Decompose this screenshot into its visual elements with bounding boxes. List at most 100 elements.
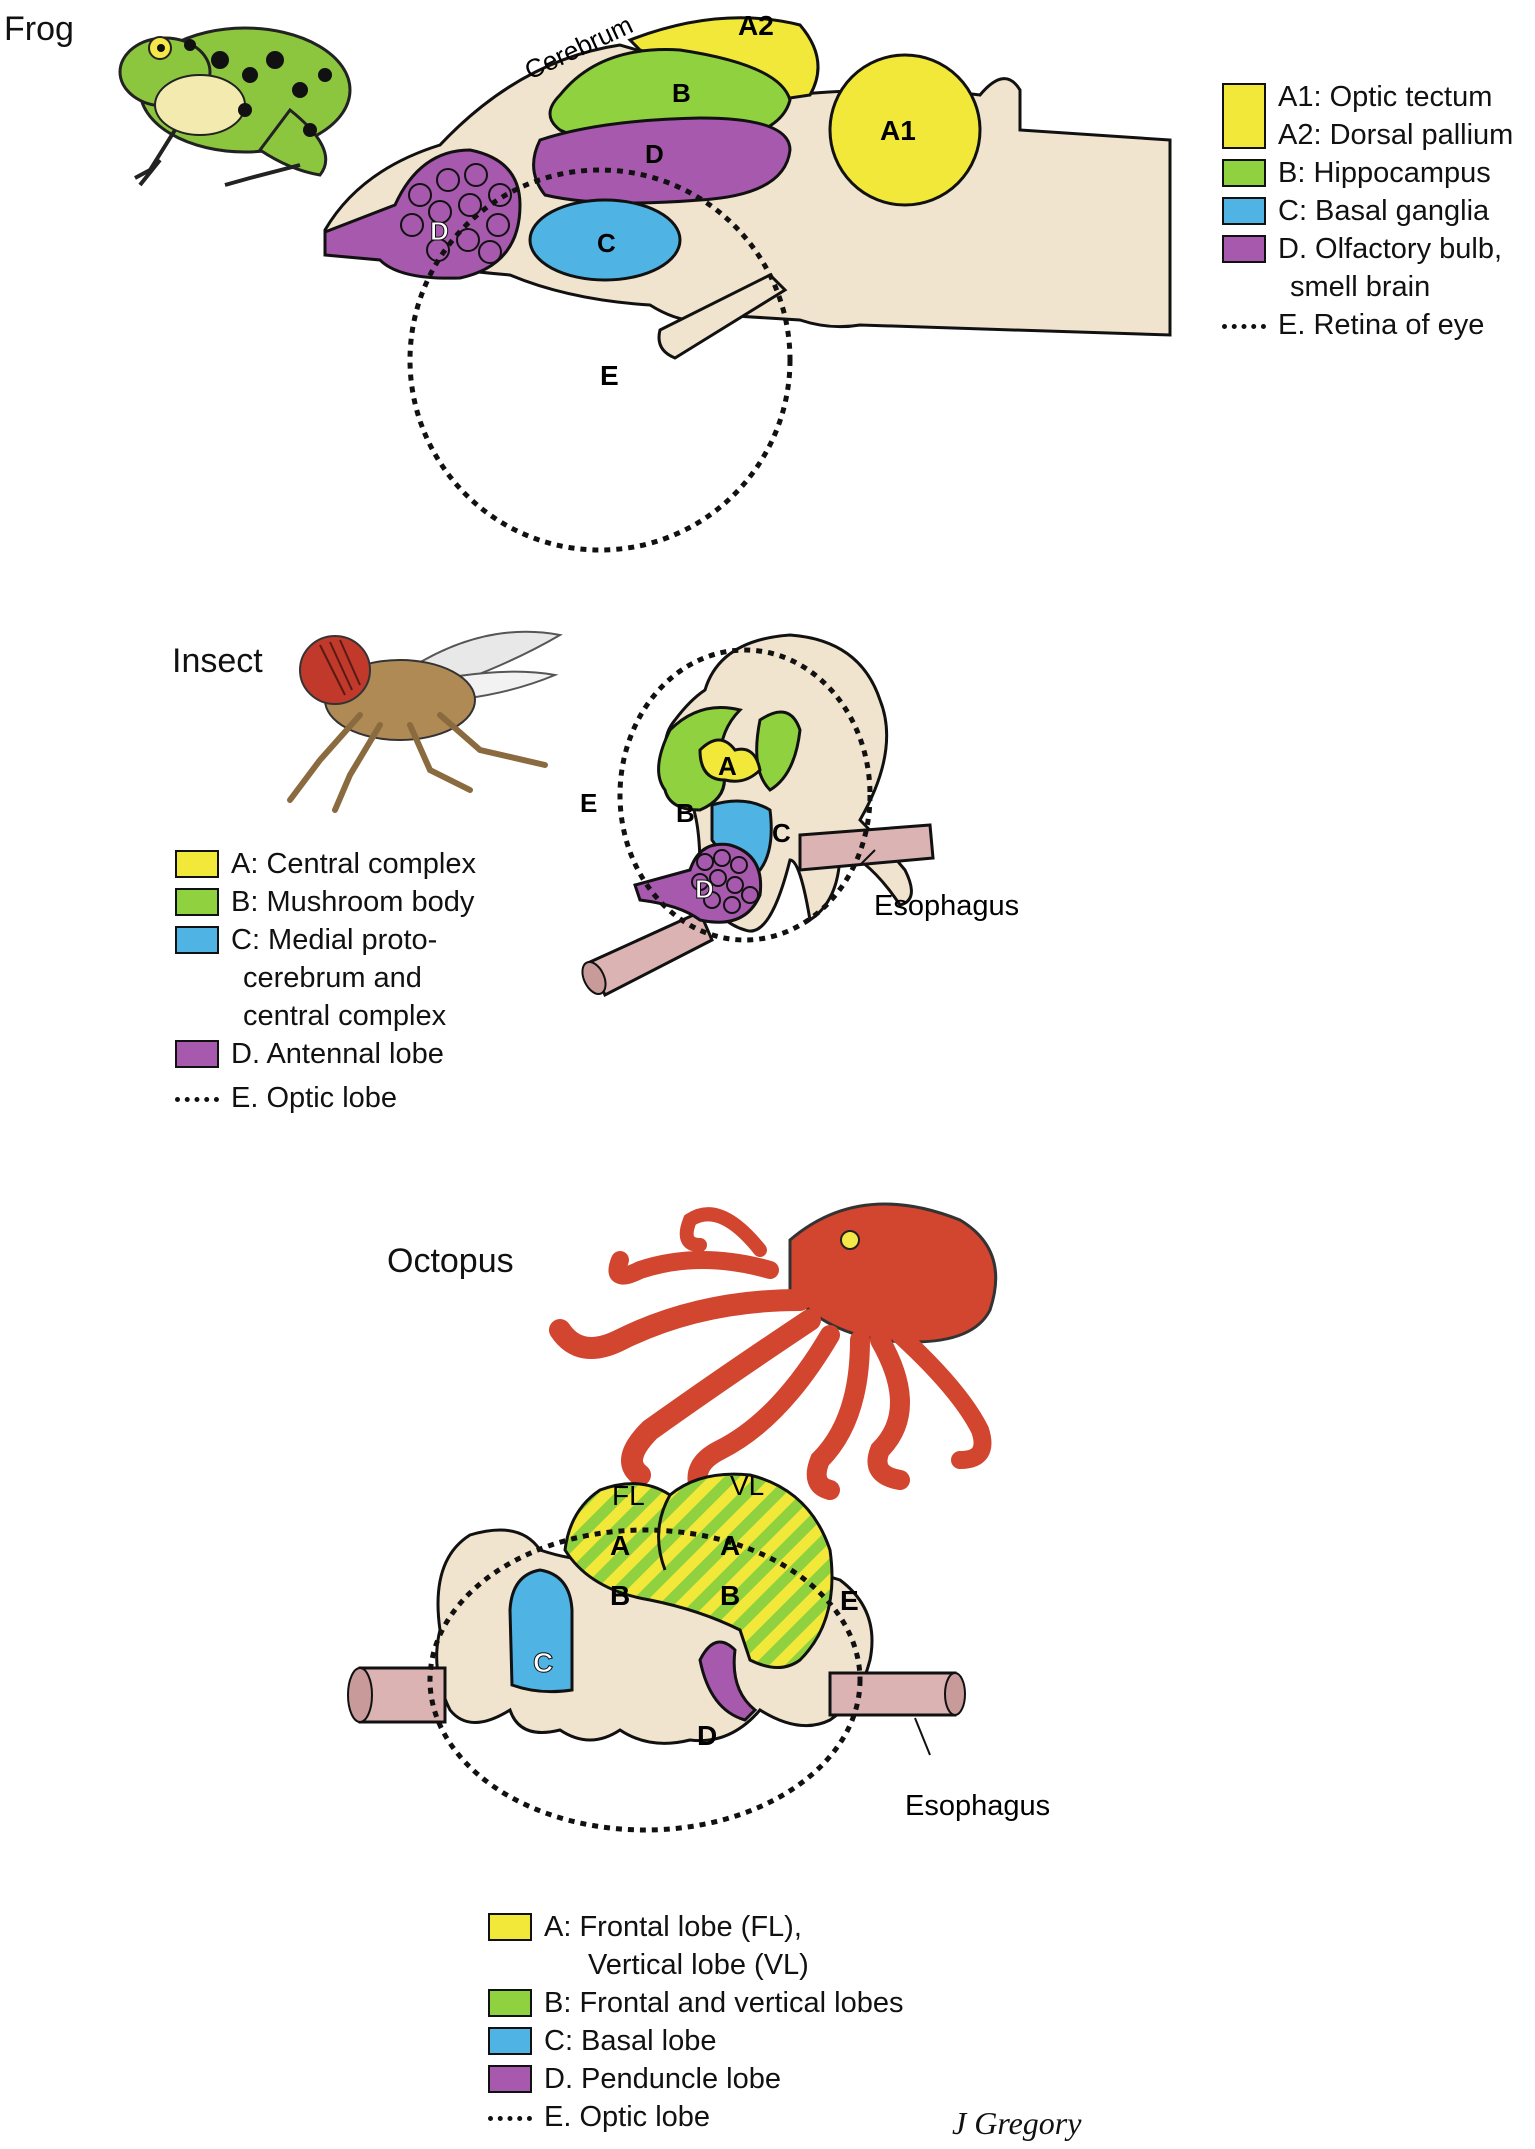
frog-legend-row-a: A1: Optic tectum A2: Dorsal pallium bbox=[1222, 78, 1513, 154]
octopus-peduncle-lobe bbox=[698, 1640, 758, 1722]
octopus-legend-a-text: A: Frontal lobe (FL), bbox=[544, 1911, 802, 1943]
octopus-legend-row-b: B: Frontal and vertical lobes bbox=[488, 1984, 903, 2022]
insect-legend-c-text2: cerebrum and bbox=[243, 962, 422, 994]
frog-label-a1: A1 bbox=[880, 115, 916, 146]
frog-legend-e-text: E. Retina of eye bbox=[1278, 309, 1485, 341]
frog-label-c: C bbox=[597, 228, 616, 258]
yellow-swatch bbox=[1222, 83, 1266, 149]
octopus-label-c: C bbox=[533, 1647, 553, 1678]
insect-label-a: A bbox=[718, 751, 737, 781]
octopus-label-b-left: B bbox=[610, 1580, 630, 1611]
green-swatch bbox=[1222, 159, 1266, 187]
dotted-line-swatch bbox=[488, 2116, 532, 2121]
insect-legend-d-text: D. Antennal lobe bbox=[231, 1038, 444, 1070]
purple-swatch bbox=[488, 2065, 532, 2093]
yellow-swatch bbox=[488, 1913, 532, 1941]
frog-legend-a2-code: A2 bbox=[1278, 119, 1314, 151]
frog-legend-c-text: C: Basal ganglia bbox=[1278, 195, 1490, 227]
frog-label-a2: A2 bbox=[738, 10, 774, 41]
frog-legend-a1-code: A1 bbox=[1278, 81, 1314, 113]
octopus-legend-e-text: E. Optic lobe bbox=[544, 2101, 711, 2133]
octopus-label-d: D bbox=[697, 1720, 717, 1751]
insect-label-b: B bbox=[676, 798, 695, 828]
insect-esophagus-right bbox=[798, 823, 935, 872]
fly-animal-icon bbox=[287, 630, 563, 813]
octopus-esophagus-right bbox=[828, 1671, 957, 1717]
yellow-swatch bbox=[175, 850, 219, 878]
frog-legend-row-c: C: Basal ganglia bbox=[1222, 192, 1513, 230]
insect-legend-e-text: E. Optic lobe bbox=[231, 1082, 398, 1114]
frog-smell-brain bbox=[532, 116, 792, 205]
blue-swatch bbox=[1222, 197, 1266, 225]
octopus-animal-icon bbox=[549, 1202, 998, 1500]
octopus-legend-d-text: D. Penduncle lobe bbox=[544, 2063, 781, 2095]
octopus-legend-row-c: C: Basal lobe bbox=[488, 2022, 903, 2060]
frog-basal-ganglia bbox=[528, 198, 682, 282]
octopus-optic-lobe-outline bbox=[427, 1527, 863, 1833]
frog-optic-tectum bbox=[828, 53, 982, 207]
octopus-label-e: E bbox=[840, 1585, 859, 1616]
insect-legend-c-text3: central complex bbox=[243, 1000, 447, 1032]
artist-signature: J Gregory bbox=[952, 2105, 1082, 2141]
insect-legend-row-c2: cerebrum and bbox=[175, 959, 476, 997]
octopus-label-a-left: A bbox=[610, 1530, 630, 1561]
insect-illustration: A B C D E Esophagus bbox=[287, 630, 1019, 998]
octopus-label-fl: FL bbox=[612, 1480, 645, 1511]
insect-central-complex bbox=[698, 738, 762, 783]
octopus-label-b-right: B bbox=[720, 1580, 740, 1611]
insect-title: Insect bbox=[172, 642, 263, 680]
octopus-label-vl: VL bbox=[730, 1470, 764, 1501]
octopus-legend-row-a2: Vertical lobe (VL) bbox=[488, 1946, 903, 1984]
octopus-title: Octopus bbox=[387, 1242, 514, 1280]
insect-label-c: C bbox=[772, 818, 791, 848]
frog-legend-d-text2: smell brain bbox=[1290, 271, 1431, 303]
dotted-line-swatch bbox=[1222, 324, 1266, 329]
insect-legend-row-d: D. Antennal lobe bbox=[175, 1035, 476, 1073]
insect-legend-b-text: B: Mushroom body bbox=[231, 886, 475, 918]
octopus-label-a-right: A bbox=[720, 1530, 740, 1561]
octopus-legend-b-text: B: Frontal and vertical lobes bbox=[544, 1987, 904, 2019]
insect-legend-c-text: C: Medial proto- bbox=[231, 924, 438, 956]
insect-legend-row-e: E. Optic lobe bbox=[175, 1079, 476, 1117]
frog-title: Frog bbox=[4, 10, 74, 48]
frog-legend-b-text: B: Hippocampus bbox=[1278, 157, 1491, 189]
frog-legend-row-d2: smell brain bbox=[1222, 268, 1513, 306]
insect-legend-a-text: A: Central complex bbox=[231, 848, 476, 880]
frog-label-d: D bbox=[645, 139, 664, 169]
insect-optic-lobe-outline bbox=[617, 647, 873, 943]
purple-swatch bbox=[175, 1040, 219, 1068]
insect-legend-row-c: C: Medial proto- bbox=[175, 921, 476, 959]
insect-antennal-lobe bbox=[633, 842, 763, 924]
frog-legend: A1: Optic tectum A2: Dorsal pallium B: H… bbox=[1222, 78, 1513, 344]
insect-legend-row-a: A: Central complex bbox=[175, 845, 476, 883]
frog-legend-row-e: E. Retina of eye bbox=[1222, 306, 1513, 344]
dotted-line-swatch bbox=[175, 1097, 219, 1102]
insect-label-esophagus: Esophagus bbox=[874, 890, 1019, 922]
insect-legend: A: Central complex B: Mushroom body C: M… bbox=[175, 845, 476, 1117]
octopus-legend-a-text2: Vertical lobe (VL) bbox=[588, 1949, 809, 1981]
frog-retina-outline bbox=[407, 167, 793, 553]
insect-legend-row-c3: central complex bbox=[175, 997, 476, 1035]
frog-legend-d-text: D. Olfactory bulb, bbox=[1278, 233, 1503, 265]
insect-label-d: D bbox=[695, 874, 714, 904]
frog-animal-icon bbox=[118, 26, 352, 187]
octopus-legend-row-e: E. Optic lobe bbox=[488, 2098, 903, 2136]
frog-olfactory-bulb bbox=[323, 148, 522, 280]
frog-legend-row-b: B: Hippocampus bbox=[1222, 154, 1513, 192]
octopus-frontal-vertical-lobes bbox=[563, 1472, 834, 1669]
green-swatch bbox=[488, 1989, 532, 2017]
frog-label-b: B bbox=[672, 78, 691, 108]
octopus-legend-row-a: A: Frontal lobe (FL), bbox=[488, 1908, 903, 1946]
frog-legend-row-d: D. Olfactory bulb, bbox=[1222, 230, 1513, 268]
frog-legend-a1-text: : Optic tectum bbox=[1313, 81, 1493, 113]
insect-label-e: E bbox=[580, 788, 597, 818]
octopus-legend-c-text: C: Basal lobe bbox=[544, 2025, 717, 2057]
octopus-legend-row-d: D. Penduncle lobe bbox=[488, 2060, 903, 2098]
purple-swatch bbox=[1222, 235, 1266, 263]
blue-swatch bbox=[488, 2027, 532, 2055]
octopus-basal-lobe bbox=[508, 1568, 574, 1694]
frog-legend-a2-text: : Dorsal pallium bbox=[1313, 119, 1514, 151]
frog-illustration: Cerebrum A2 B D A1 C D E bbox=[118, 9, 1172, 553]
insect-legend-row-b: B: Mushroom body bbox=[175, 883, 476, 921]
frog-label-e: E bbox=[600, 360, 619, 391]
